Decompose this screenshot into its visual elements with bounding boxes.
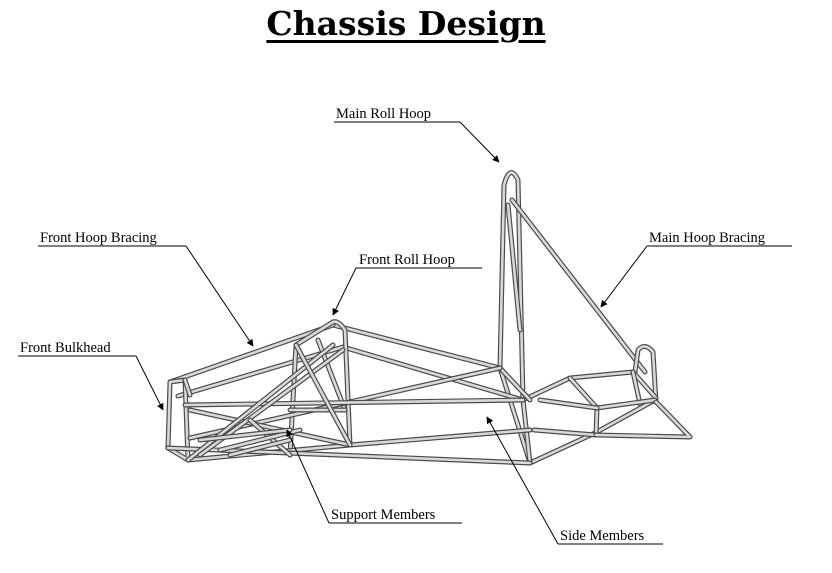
label-front-bulkhead: Front Bulkhead bbox=[20, 340, 111, 356]
leader-support-members bbox=[286, 429, 330, 524]
frame-tube-highlight bbox=[294, 320, 352, 447]
callout-main-hoop-bracing: Main Hoop Bracing bbox=[600, 230, 792, 308]
frame-tube-highlight bbox=[631, 370, 642, 406]
frame-tube-highlight bbox=[510, 198, 647, 374]
frame-tube-highlight bbox=[188, 408, 352, 447]
callout-front-hoop-bracing: Front Hoop Bracing bbox=[38, 230, 254, 347]
frame-tube-highlight bbox=[183, 378, 192, 397]
frame-tube-highlight bbox=[183, 398, 525, 407]
leader-front-hoop-bracing bbox=[185, 245, 254, 347]
frame-tube-highlight bbox=[521, 370, 658, 402]
callout-side-members: Side Members bbox=[486, 416, 663, 545]
frame-tube-highlight bbox=[498, 366, 532, 465]
leader-main-hoop-bracing bbox=[600, 245, 648, 308]
label-main-hoop-bracing: Main Hoop Bracing bbox=[649, 230, 765, 246]
frame-tube-highlight bbox=[331, 323, 502, 370]
frame-tube-highlight bbox=[198, 428, 292, 442]
frame-tube-highlight bbox=[594, 400, 692, 439]
frame-tube-highlight bbox=[532, 428, 598, 437]
callout-front-roll-hoop: Front Roll Hoop bbox=[332, 252, 482, 316]
frame-tube-highlight bbox=[506, 203, 522, 332]
label-front-roll-hoop: Front Roll Hoop bbox=[359, 252, 455, 268]
leader-front-roll-hoop bbox=[332, 267, 357, 316]
frame-tube-highlight bbox=[294, 343, 352, 447]
leader-side-members bbox=[486, 416, 559, 545]
frame-tube-highlight bbox=[176, 345, 345, 398]
frame-tube-highlight bbox=[348, 428, 532, 447]
label-support-members: Support Members bbox=[331, 507, 436, 523]
label-front-hoop-bracing: Front Hoop Bracing bbox=[40, 230, 157, 246]
frame-tube-highlight bbox=[498, 366, 532, 402]
frame-tube-highlight bbox=[498, 171, 525, 402]
label-side-members: Side Members bbox=[560, 528, 645, 544]
frame-tube-highlight bbox=[168, 323, 335, 384]
frame-tube-highlight bbox=[538, 398, 599, 410]
frame-tube-highlight bbox=[166, 446, 532, 465]
leader-front-bulkhead bbox=[135, 355, 164, 411]
leader-main-roll-hoop bbox=[459, 121, 500, 163]
frame-tube-highlight bbox=[341, 345, 525, 402]
frame-tube-highlight bbox=[633, 345, 658, 404]
diagram-title: Chassis Design bbox=[266, 4, 546, 43]
frame-tube-highlight bbox=[228, 438, 292, 457]
label-main-roll-hoop: Main Roll Hoop bbox=[336, 106, 431, 122]
callout-front-bulkhead: Front Bulkhead bbox=[18, 340, 164, 411]
frame-tube-highlight bbox=[595, 398, 657, 410]
callout-main-roll-hoop: Main Roll Hoop bbox=[334, 106, 500, 163]
callout-support-members: Support Members bbox=[286, 429, 462, 524]
chassis-frame bbox=[165, 170, 693, 466]
